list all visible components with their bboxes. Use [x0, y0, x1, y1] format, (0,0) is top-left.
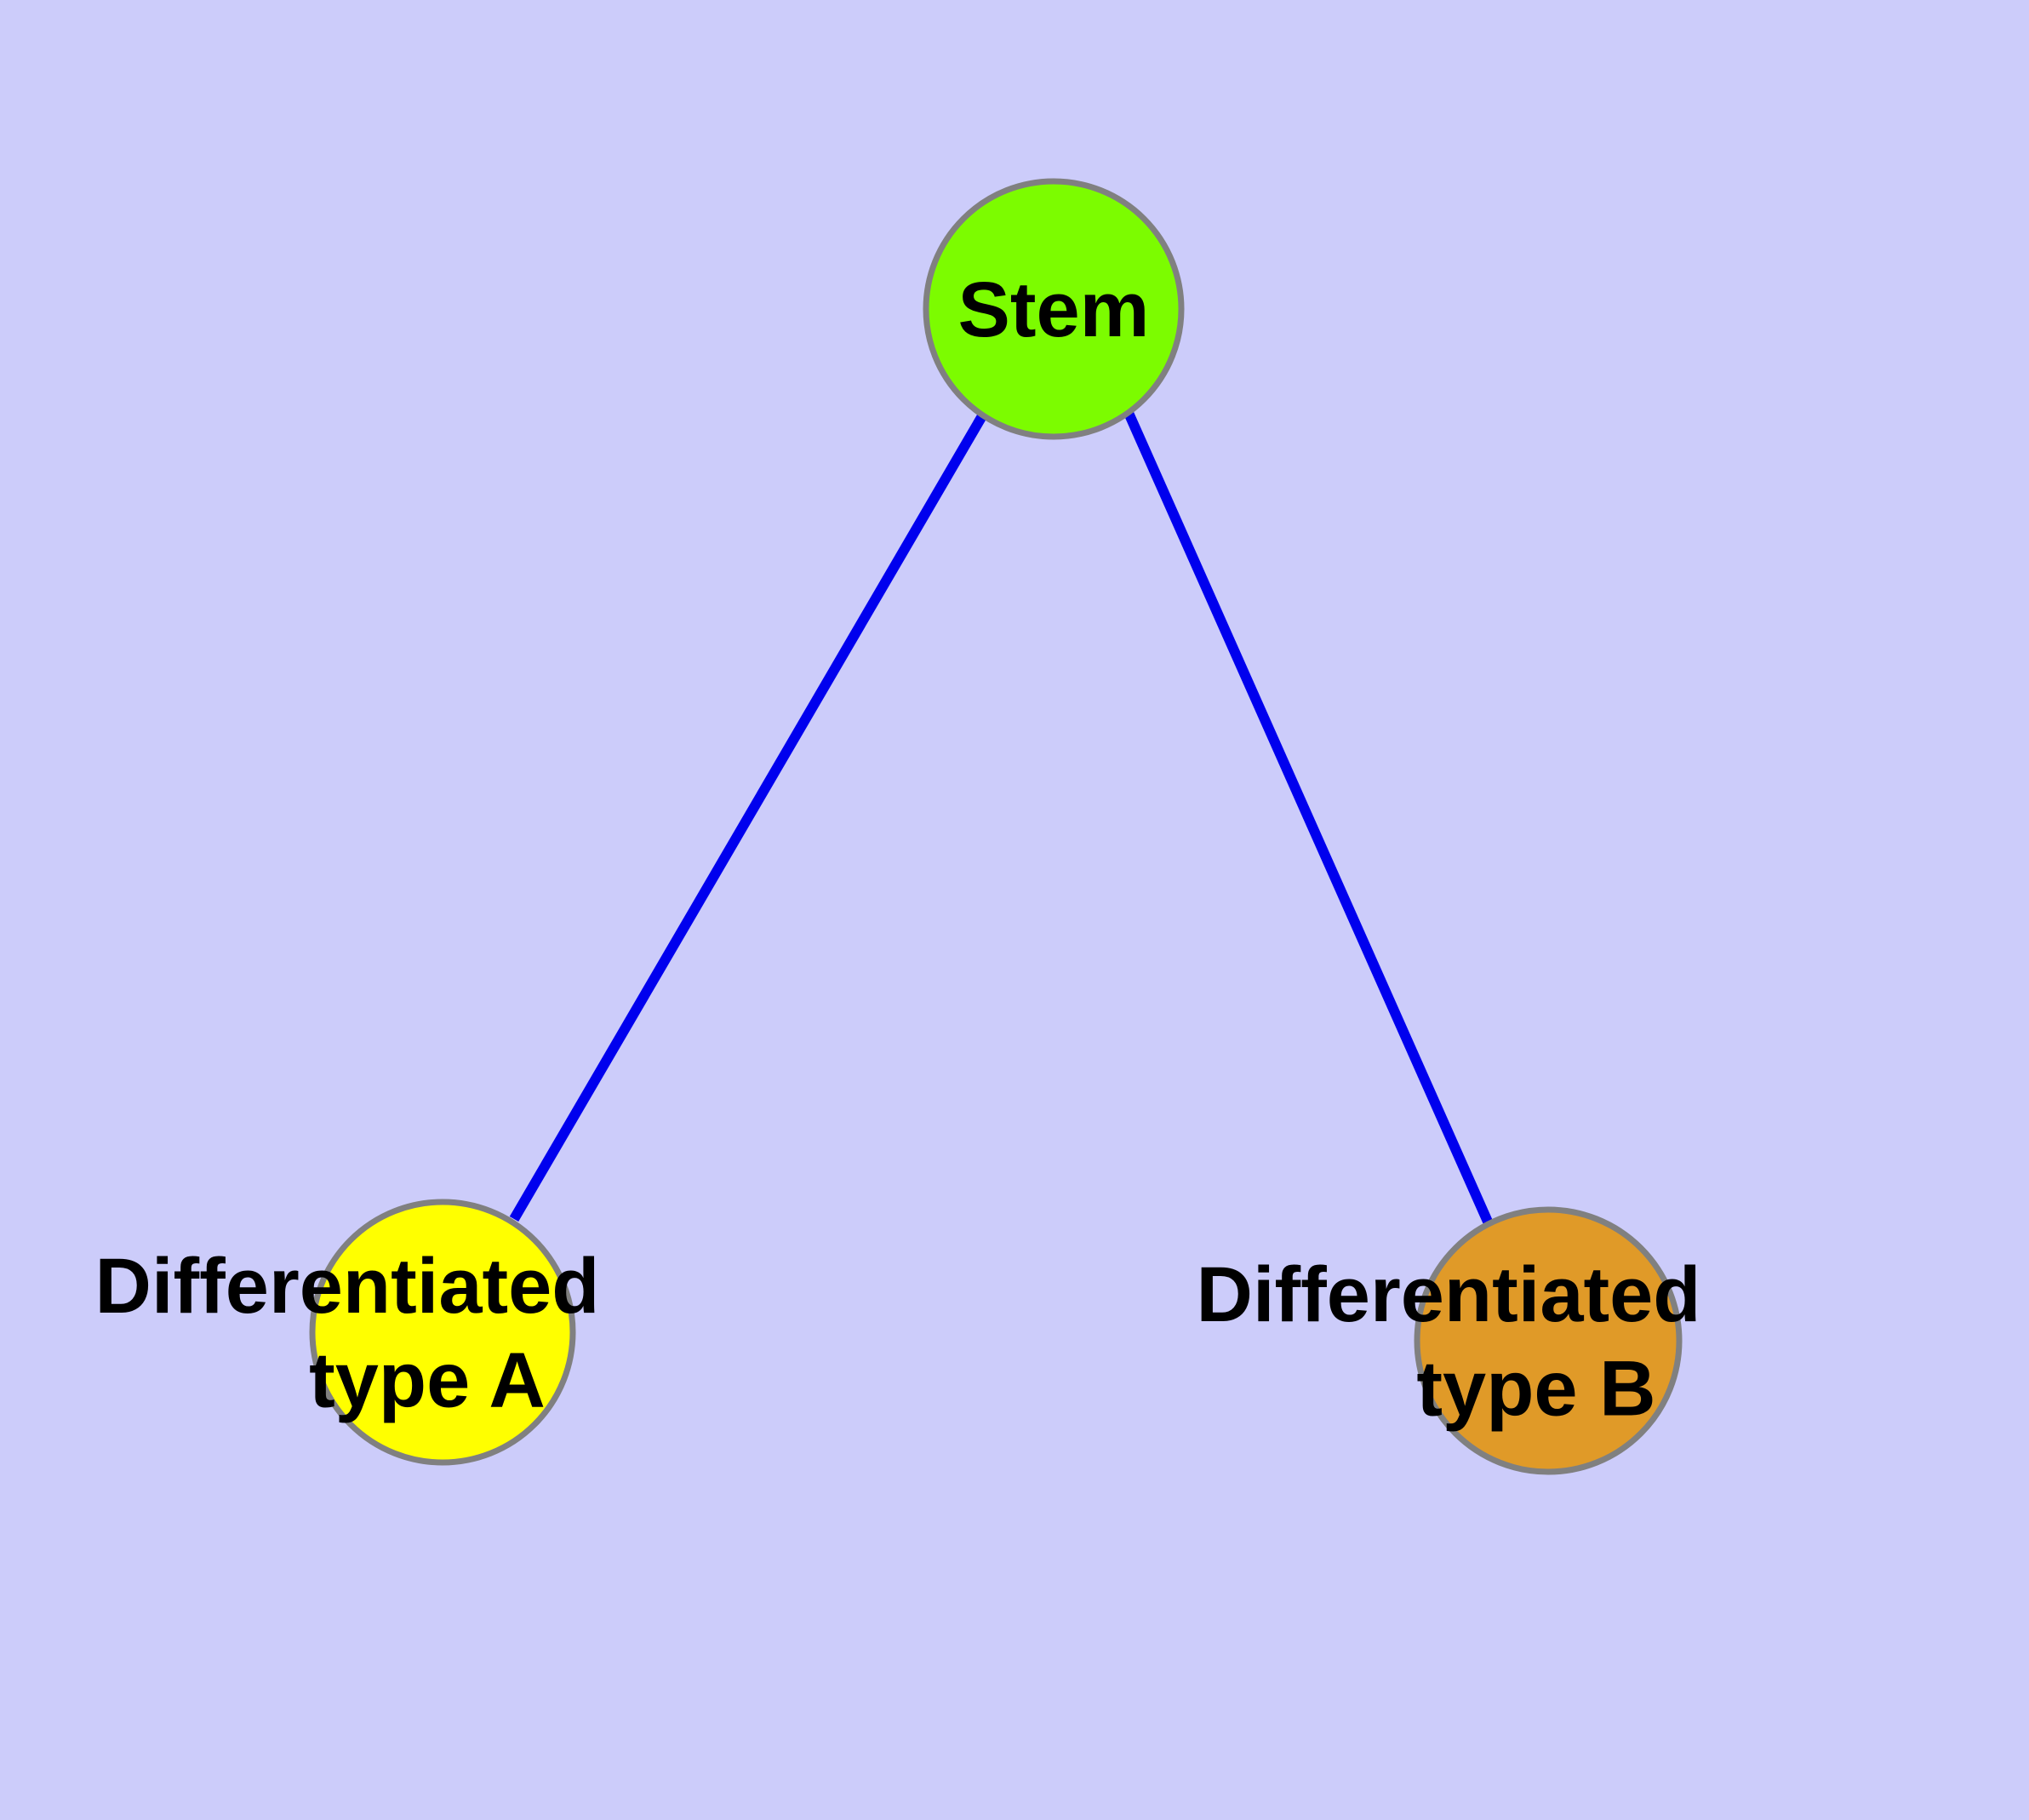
nodes-layer — [309, 178, 1683, 1475]
edges-layer — [509, 410, 1493, 1224]
node-label-line: type A — [309, 1336, 546, 1423]
node-label-line: Differentiated — [95, 1243, 600, 1330]
node-diff-a[interactable] — [309, 1199, 576, 1466]
node-stem[interactable] — [923, 178, 1185, 440]
node-diff-b[interactable] — [1414, 1206, 1683, 1475]
node-label-line: Stem — [958, 266, 1150, 353]
edge-stem-to-diff-b — [1123, 410, 1493, 1224]
node-label-line: Differentiated — [1197, 1251, 1701, 1338]
edge-stem-to-diff-a — [509, 411, 988, 1222]
node-label-line: type B — [1416, 1345, 1655, 1432]
node-label-stem: Stem — [958, 266, 1150, 353]
